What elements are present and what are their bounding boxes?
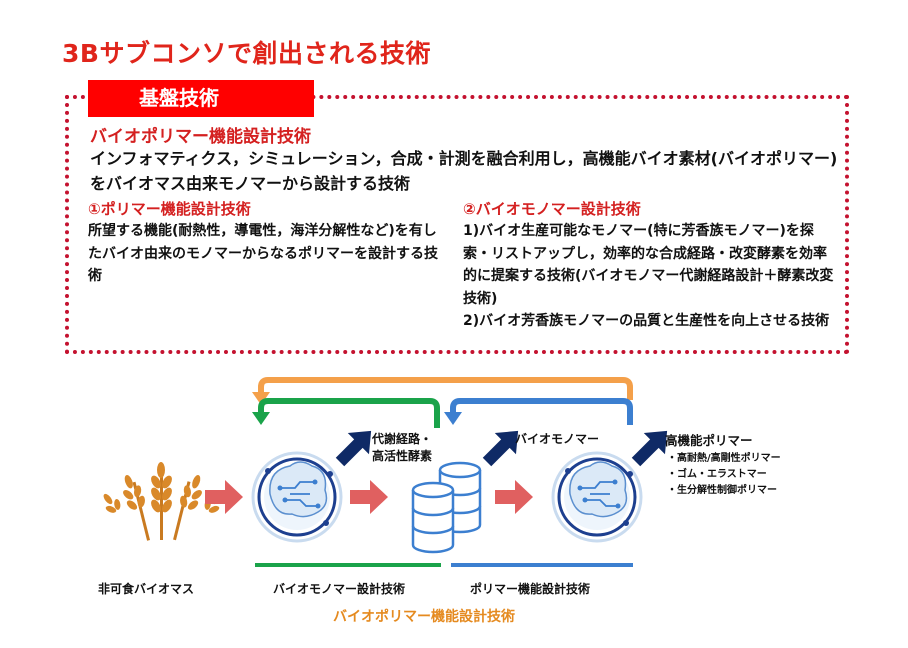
green-loop-arrow (252, 398, 440, 428)
label-metabolic-line1: 代謝経路・ (372, 432, 433, 446)
page-title: 3Bサブコンソで創出される技術 (62, 39, 431, 68)
section1-heading: ①ポリマー機能設計技術 (88, 200, 251, 218)
label-biomonomer-tech: バイオモノマー設計技術 (273, 582, 406, 596)
main-heading: バイオポリマー機能設計技術 (90, 127, 311, 147)
navy-arrow-1 (335, 430, 372, 467)
label-polymer-tech: ポリマー機能設計技術 (470, 582, 591, 596)
red-arrow-1 (205, 480, 243, 514)
navy-arrow-2 (482, 430, 519, 467)
list-item: ・生分解性制御ポリマー (667, 485, 777, 496)
badge-label: 基盤技術 (139, 86, 219, 110)
red-arrow-2 (350, 480, 388, 514)
orange-loop-arrow (252, 377, 633, 405)
section2-body: 1)バイオ生産可能なモノマー(特に芳香族モノマー)を探索・リストアップし，効率的… (463, 220, 838, 333)
wheat-icon (103, 462, 222, 541)
blue-underline (451, 563, 633, 567)
blue-loop-arrow (444, 398, 633, 425)
informatics-brain-icon-2 (551, 451, 643, 543)
list-item: ・ゴム・エラストマー (667, 469, 767, 480)
label-biomass: 非可食バイオマス (98, 582, 195, 596)
label-metabolic-line2: 高活性酵素 (372, 449, 433, 463)
database-icon (411, 461, 482, 554)
green-underline (255, 563, 441, 567)
informatics-brain-icon (251, 451, 343, 543)
navy-arrow-3 (631, 430, 668, 467)
red-arrow-3 (495, 480, 533, 514)
base-tech-badge: 基盤技術 (88, 80, 314, 117)
label-biomonomer: バイオモノマー (515, 432, 600, 446)
technology-box (65, 95, 849, 354)
high-polymer-list: ・高耐熱/高剛性ポリマー ・ゴム・エラストマー ・生分解性制御ポリマー (667, 451, 781, 499)
section1-body: 所望する機能(耐熱性，導電性，海洋分解性など)を有したバイオ由来のモノマーからな… (88, 223, 438, 284)
main-description: インフォマティクス，シミュレーション，合成・計測を融合利用し，高機能バイオ素材(… (90, 149, 838, 193)
label-high-polymer: 高機能ポリマー (665, 433, 753, 448)
section2-item-1: 1)バイオ生産可能なモノマー(特に芳香族モノマー)を探索・リストアップし，効率的… (463, 223, 834, 307)
label-metabolic: 代謝経路・ 高活性酵素 (372, 431, 462, 465)
section2-item-2: 2)バイオ芳香族モノマーの品質と生産性を向上させる技術 (463, 313, 830, 329)
label-biopolymer-tech: バイオポリマー機能設計技術 (333, 609, 515, 625)
list-item: ・高耐熱/高剛性ポリマー (667, 453, 781, 464)
section2-heading: ②バイオモノマー設計技術 (463, 200, 641, 218)
